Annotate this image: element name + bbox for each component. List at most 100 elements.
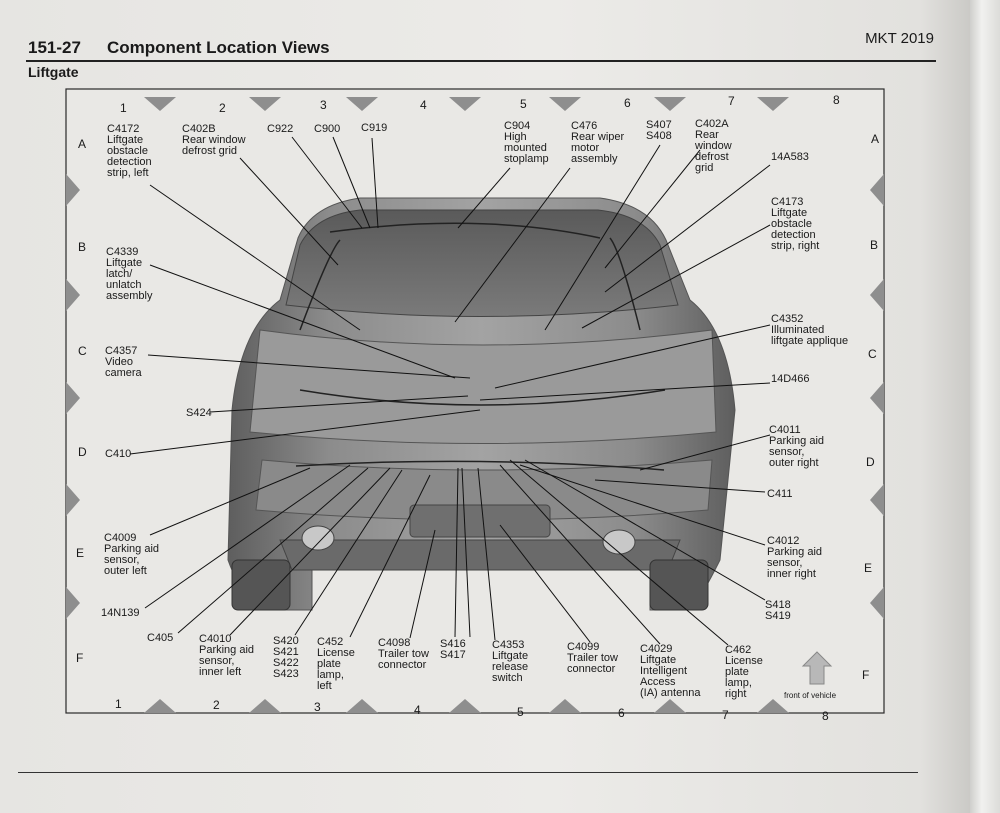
grid-arrow-right-4 bbox=[870, 484, 884, 516]
grid-col-top-8: 8 bbox=[833, 93, 840, 107]
grid-arrow-markers bbox=[66, 97, 884, 713]
grid-arrow-right-1 bbox=[870, 174, 884, 206]
label-c402a: C402A Rear window defrost grid bbox=[695, 118, 732, 174]
leader-line bbox=[454, 167, 571, 323]
label-c4353: C4353 Liftgate release switch bbox=[492, 639, 529, 684]
leader-line bbox=[149, 264, 456, 379]
grid-arrow-left-5 bbox=[66, 587, 80, 619]
label-c4012: C4012 Parking aid sensor, inner right bbox=[767, 535, 823, 580]
leader-line bbox=[479, 382, 771, 401]
grid-arrow-bottom-7 bbox=[757, 699, 789, 713]
leader-line bbox=[639, 434, 771, 471]
leader-line bbox=[604, 149, 701, 269]
grid-arrow-top-6 bbox=[654, 97, 686, 111]
grid-arrow-bottom-6 bbox=[654, 699, 686, 713]
leader-line bbox=[509, 459, 729, 646]
grid-row-right-b: B bbox=[870, 238, 879, 252]
leader-line bbox=[494, 324, 771, 389]
leader-line bbox=[147, 354, 471, 379]
grid-row-right-c: C bbox=[868, 347, 877, 361]
grid-row-right-a: A bbox=[871, 132, 880, 146]
leader-line bbox=[461, 467, 471, 638]
grid-col-bottom-1: 1 bbox=[115, 697, 122, 711]
leader-line bbox=[544, 144, 661, 331]
label-c919: C919 bbox=[361, 122, 388, 134]
grid-col-bottom-7: 7 bbox=[722, 708, 729, 722]
grid-arrow-left-4 bbox=[66, 484, 80, 516]
leader-lines bbox=[129, 136, 771, 646]
leader-line bbox=[149, 184, 361, 331]
leader-line bbox=[524, 459, 766, 601]
label-c4339: C4339 Liftgate latch/ unlatch assembly bbox=[106, 246, 153, 302]
leader-line bbox=[499, 464, 661, 645]
leader-line bbox=[477, 467, 496, 641]
leader-line bbox=[594, 479, 766, 493]
label-14d466: 14D466 bbox=[771, 373, 810, 385]
label-s418: S418 S419 bbox=[765, 599, 791, 622]
leader-line bbox=[229, 467, 391, 636]
footer-rule bbox=[18, 772, 918, 773]
grid-row-right-f: F bbox=[862, 668, 870, 682]
label-c4011: C4011 Parking aid sensor, outer right bbox=[769, 424, 825, 469]
grid-arrow-left-1 bbox=[66, 174, 80, 206]
grid-row-left-a: A bbox=[78, 137, 87, 151]
grid-row-left-d: D bbox=[78, 445, 87, 459]
grid-col-bottom-8: 8 bbox=[822, 709, 829, 723]
label-c4029: C4029 Liftgate Intelligent Access (IA) a… bbox=[640, 643, 701, 699]
grid-row-left-e: E bbox=[76, 546, 85, 560]
leader-line bbox=[519, 464, 766, 546]
label-c4172: C4172 Liftgate obstacle detection strip,… bbox=[107, 123, 152, 179]
book-spine bbox=[970, 0, 1000, 813]
page-number: 151-27 bbox=[28, 38, 81, 57]
leader-line bbox=[294, 469, 403, 636]
grid-col-bottom-3: 3 bbox=[314, 700, 321, 714]
label-c405: C405 bbox=[147, 632, 174, 644]
grid-row-right-e: E bbox=[864, 561, 873, 575]
grid-arrow-right-3 bbox=[870, 382, 884, 414]
page-title: Component Location Views bbox=[107, 38, 330, 57]
header-rule bbox=[26, 60, 936, 62]
grid-row-left-c: C bbox=[78, 344, 87, 358]
grid-arrow-bottom-1 bbox=[144, 699, 176, 713]
label-c452: C452 License plate lamp, left bbox=[317, 636, 355, 692]
vehicle-rear-view bbox=[227, 197, 736, 611]
grid-arrow-top-3 bbox=[346, 97, 378, 111]
grid-row-left-b: B bbox=[78, 240, 87, 254]
leader-line bbox=[454, 467, 459, 638]
grid-row-left-f: F bbox=[76, 651, 84, 665]
label-14a583: 14A583 bbox=[771, 151, 809, 163]
label-c4009: C4009 Parking aid sensor, outer left bbox=[104, 532, 160, 577]
leader-line bbox=[149, 467, 311, 536]
label-c4173: C4173 Liftgate obstacle detection strip,… bbox=[771, 196, 820, 252]
leader-line bbox=[239, 157, 339, 266]
label-c402b: C402B Rear window defrost grid bbox=[182, 123, 246, 157]
grid-col-top-2: 2 bbox=[219, 101, 226, 115]
grid-arrow-right-2 bbox=[870, 279, 884, 311]
grid-col-top-3: 3 bbox=[320, 98, 327, 112]
grid-col-top-4: 4 bbox=[420, 98, 427, 112]
grid-arrow-top-4 bbox=[449, 97, 481, 111]
leader-line bbox=[129, 409, 481, 455]
grid-col-top-6: 6 bbox=[624, 96, 631, 110]
section-title: Liftgate bbox=[28, 64, 79, 80]
grid-arrow-top-2 bbox=[249, 97, 281, 111]
label-c922: C922 bbox=[267, 123, 294, 135]
label-front-of-vehicle: front of vehicle bbox=[784, 691, 837, 700]
grid-arrow-bottom-5 bbox=[549, 699, 581, 713]
leader-line bbox=[349, 474, 431, 638]
model-year: MKT 2019 bbox=[865, 30, 934, 47]
label-c4010: C4010 Parking aid sensor, inner left bbox=[199, 633, 255, 678]
leader-line bbox=[409, 529, 436, 639]
grid-arrow-bottom-4 bbox=[449, 699, 481, 713]
leader-line bbox=[177, 467, 369, 634]
label-c4099: C4099 Trailer tow connector bbox=[567, 641, 618, 675]
label-c900: C900 bbox=[314, 123, 341, 135]
label-c4357: C4357 Video camera bbox=[105, 345, 142, 379]
grid-col-top-1: 1 bbox=[120, 101, 127, 115]
label-s424: S424 bbox=[186, 407, 212, 419]
grid-col-bottom-4: 4 bbox=[414, 703, 421, 717]
grid-col-top-7: 7 bbox=[728, 94, 735, 108]
label-c4352: C4352 Illuminated liftgate applique bbox=[771, 313, 849, 347]
grid-col-bottom-6: 6 bbox=[618, 706, 625, 720]
